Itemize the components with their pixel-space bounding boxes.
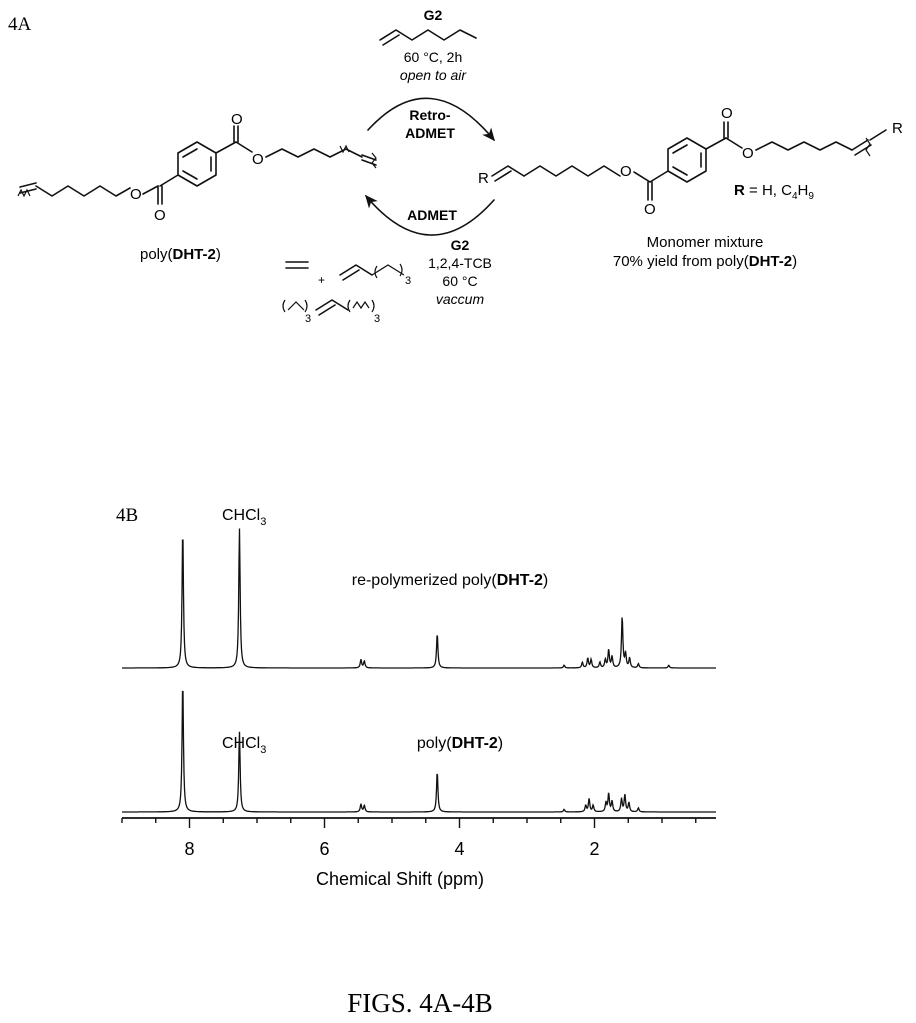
x-tick-label-4: 4	[454, 839, 464, 859]
monomer-ester-oxygen-left: O	[620, 163, 632, 180]
catalyst-g2-bottom: G2	[451, 237, 470, 253]
retro-label-line2: ADMET	[405, 125, 455, 141]
spectrum-line-repolymerized	[122, 528, 716, 669]
byproduct-plus: +	[318, 273, 325, 287]
admet-label: ADMET	[407, 207, 457, 223]
panel-b-label: 4B	[116, 505, 138, 526]
x-axis-ticks	[121, 818, 697, 828]
condition-vacuum: vaccum	[436, 291, 485, 307]
panel-a-label: 4A	[8, 14, 32, 35]
monomer-carbonyl-oxygen-right: O	[721, 105, 733, 122]
x-axis-title: Chemical Shift (ppm)	[316, 869, 484, 889]
condition-temp: 60 °C	[442, 273, 477, 289]
monomer-yield-label: 70% yield from poly(DHT-2)	[613, 253, 797, 270]
x-tick-label-2: 2	[589, 839, 599, 859]
condition-solvent: 1,2,4-TCB	[428, 255, 492, 271]
catalyst-g2-top: G2	[424, 7, 443, 23]
series-label-repolymerized: re-polymerized poly(DHT-2)	[352, 572, 549, 589]
solvent-label-top: CHCl3	[222, 507, 266, 528]
solvent-label-bottom: CHCl3	[222, 735, 266, 756]
monomer-r-right: R	[892, 120, 903, 137]
polymer-carbonyl-oxygen-left: O	[154, 207, 166, 224]
r-group-definition: R = H, C4H9	[734, 182, 814, 202]
monomer-carbonyl-oxygen-left: O	[644, 201, 656, 218]
x-tick-label-6: 6	[319, 839, 329, 859]
figure-caption: FIGS. 4A-4B	[347, 988, 493, 1018]
monomer-mixture-label: Monomer mixture	[647, 234, 764, 251]
admet-arrow	[365, 194, 495, 236]
x-tick-label-8: 8	[184, 839, 194, 859]
series-label-polymer: poly(DHT-2)	[417, 735, 503, 752]
byproducts: + 3 3 3	[282, 261, 411, 325]
condition-temp-time: 60 °C, 2h	[404, 49, 463, 65]
retro-label-line1: Retro-	[409, 107, 451, 123]
condition-open-to-air: open to air	[400, 67, 467, 83]
monomer-ester-oxygen-right: O	[742, 145, 754, 162]
retro-admet-arrow	[367, 97, 495, 142]
byproduct-sub3-c: 3	[374, 313, 380, 325]
polymer-ester-oxygen-left: O	[130, 186, 142, 203]
polymer-name: poly(DHT-2)	[140, 246, 221, 263]
byproduct-sub3-a: 3	[405, 275, 411, 287]
byproduct-sub3-b: 3	[305, 313, 311, 325]
polymer-carbonyl-oxygen-right: O	[231, 111, 243, 128]
polymer-structure: O O O O	[17, 111, 377, 224]
polymer-ester-oxygen-right: O	[252, 151, 264, 168]
spectrum-line-polymer	[122, 690, 716, 813]
hexene-structure	[379, 29, 477, 46]
monomer-r-left: R	[478, 170, 489, 187]
monomer-structure: R O O O O R	[478, 105, 903, 218]
